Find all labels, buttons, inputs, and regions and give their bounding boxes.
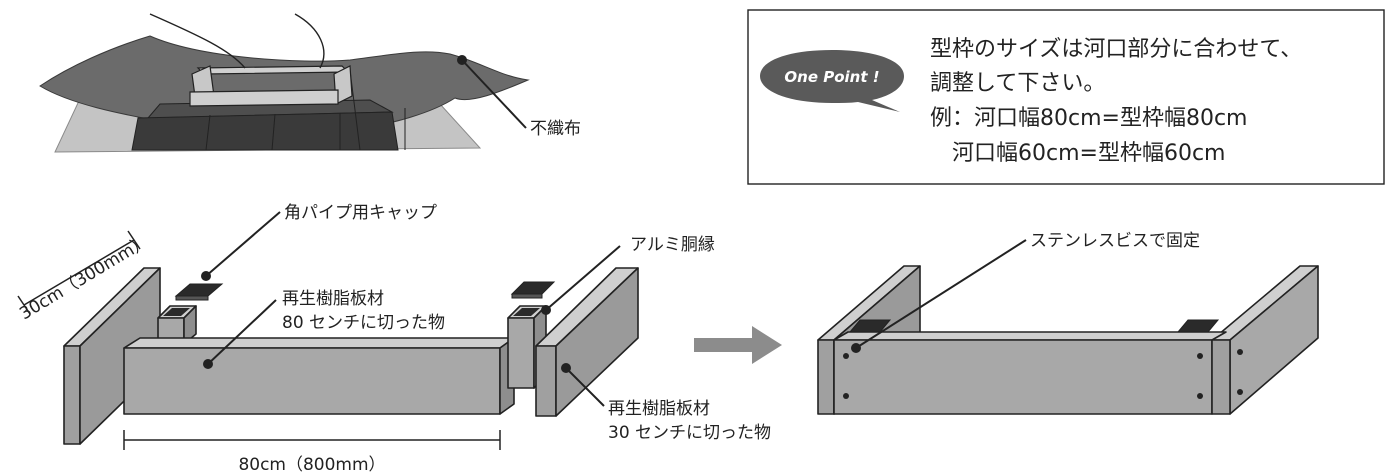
installation-scene: 不織布 <box>39 13 581 153</box>
assembled-left-front <box>817 339 835 415</box>
left-cap-side <box>175 295 209 301</box>
block-stack-front <box>131 111 399 151</box>
leader-line-board30 <box>565 367 605 407</box>
assembled-frame: ステンレスビスで固定 <box>817 231 1319 415</box>
right-board-front <box>535 345 557 417</box>
screw-dot <box>1237 349 1243 355</box>
screw-dot <box>1197 353 1203 359</box>
right-pipe-hole <box>513 308 540 316</box>
right-cap-side <box>511 293 543 299</box>
note-line-4: 河口幅60cm=型枠幅60cm <box>930 141 1225 166</box>
label-board80-line1: 再生樹脂板材 <box>282 289 384 309</box>
note-line-2: 調整して下さい。 <box>930 71 1105 96</box>
leader-line-screw <box>855 239 1027 349</box>
leader-line-fushokufu <box>461 59 527 129</box>
frame-back-bar <box>196 65 350 75</box>
assembled-right-front <box>1211 339 1231 415</box>
assembled-long-top <box>833 331 1227 341</box>
label-board80-line2: 80 センチに切った物 <box>282 313 445 333</box>
note-line-3: 例：河口幅80cm=型枠幅80cm <box>930 106 1247 131</box>
left-board-front <box>63 345 81 445</box>
screw-dot <box>843 393 849 399</box>
screw-dot <box>843 353 849 359</box>
right-pipe-front <box>507 317 535 389</box>
rope-right <box>294 13 325 69</box>
one-point-note: One Point ! 型枠のサイズは河口部分に合わせて、 調整して下さい。 例… <box>747 9 1385 185</box>
note-line-1: 型枠のサイズは河口部分に合わせて、 <box>930 37 1302 62</box>
label-dim-80: 80cm（800mm） <box>238 455 385 473</box>
left-pipe-hole <box>163 308 190 316</box>
leader-line-cap <box>205 211 281 277</box>
assembled-right-cap <box>1176 319 1220 333</box>
frame-front-bar <box>189 89 339 107</box>
right-cap-top <box>510 281 556 295</box>
assembled-left-cap <box>848 319 892 333</box>
leader-line-board80 <box>207 299 277 365</box>
screw-dot <box>1197 393 1203 399</box>
label-alumi: アルミ胴縁 <box>630 235 715 255</box>
dim-line-30 <box>23 239 135 306</box>
one-point-bubble <box>760 50 904 112</box>
label-fushokufu: 不織布 <box>530 119 581 139</box>
assembly-arrow <box>694 326 782 364</box>
left-cap-top <box>174 283 224 297</box>
leader-line-alumi <box>545 245 621 311</box>
left-pipe-side <box>183 305 197 345</box>
long-board-top <box>123 337 515 349</box>
label-board30-line1: 再生樹脂板材 <box>608 399 710 419</box>
assembled-long-front <box>833 339 1213 415</box>
rope-left <box>149 13 246 69</box>
label-cap: 角パイプ用キャップ <box>284 203 437 223</box>
exploded-parts: 30cm（300mm） 80cm（800mm） <box>16 203 771 473</box>
long-board-front <box>123 347 501 415</box>
label-screw: ステンレスビスで固定 <box>1030 231 1200 251</box>
screw-dot <box>1237 389 1243 395</box>
label-board30-line2: 30 センチに切った物 <box>608 423 771 443</box>
one-point-badge: One Point ! <box>784 68 879 86</box>
